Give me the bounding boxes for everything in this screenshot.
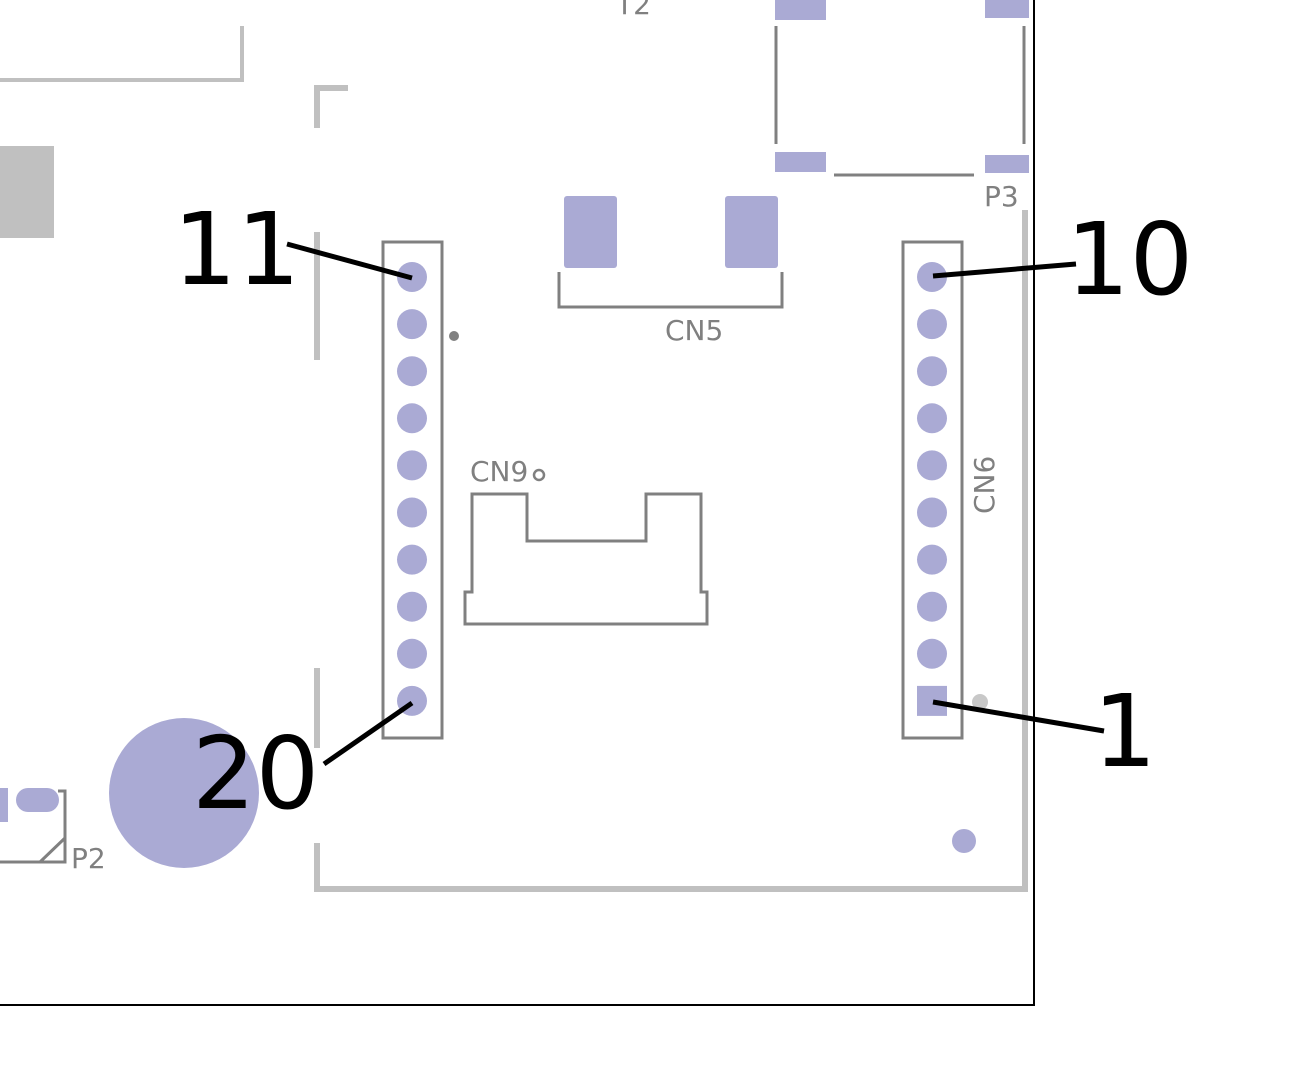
left-grey-block (0, 146, 54, 238)
p2-footprint (0, 788, 67, 864)
callout-line-pin-1 (932, 699, 1105, 734)
pin-pad-1 (917, 685, 947, 716)
cn5-pad-right (725, 196, 778, 268)
p3-pad (775, 0, 826, 20)
cn6-header-outline (901, 240, 964, 740)
pin-pad-14 (397, 403, 427, 434)
cn6-pin1-marker-dot (972, 694, 988, 710)
pin-pad-13 (397, 356, 427, 387)
board-edge (0, 0, 1035, 1006)
callout-pin-10: 10 (1066, 201, 1193, 318)
label-cn9: CN9 (470, 455, 528, 488)
callout-line-pin-11 (286, 241, 413, 281)
pin-pad-3 (917, 591, 947, 622)
label-p2: P2 (71, 842, 106, 875)
test-pad (952, 829, 976, 853)
pin-pad-8 (917, 356, 947, 387)
callout-pin-1: 1 (1093, 673, 1157, 790)
p3-pad (985, 0, 1029, 18)
callout-line-pin-10 (932, 261, 1077, 279)
pin-pad-2 (917, 638, 947, 669)
left-header-marker-dot (449, 331, 459, 341)
pin-pad-6 (917, 450, 947, 481)
shield-corner-top-left (314, 85, 348, 128)
label-p3: P3 (984, 180, 1019, 213)
cn6-header-pins (917, 262, 947, 716)
pin-pad-7 (917, 403, 947, 434)
pin-pad-19 (397, 638, 427, 669)
cn5-footprint (557, 196, 784, 309)
mounting-hole-pad (109, 718, 259, 868)
pin-pad-12 (397, 309, 427, 340)
cn5-outline (557, 272, 784, 309)
p3-pad (775, 152, 826, 172)
label-cn6: CN6 (968, 456, 1001, 514)
p3-footprint (774, 0, 1029, 177)
left-header-pins (397, 262, 427, 716)
cn9-pin1-marker (532, 468, 546, 482)
pin-pad-17 (397, 544, 427, 575)
pin-pad-15 (397, 450, 427, 481)
callout-line-pin-20 (322, 700, 414, 767)
label-cn5: CN5 (665, 314, 723, 347)
partial-label-t2: T2 (615, 0, 651, 21)
left-header-outline (381, 240, 444, 740)
cn9-outline (463, 492, 709, 626)
cn5-pad-left (564, 196, 617, 268)
pin-pad-18 (397, 591, 427, 622)
shield-bottom-edge (314, 210, 1028, 892)
callout-pin-20: 20 (192, 715, 319, 832)
top-left-outline (0, 26, 244, 82)
p2-pad (0, 788, 8, 822)
pin-pad-5 (917, 497, 947, 528)
p3-pad (985, 155, 1029, 173)
pin-pad-9 (917, 309, 947, 340)
pin-pad-16 (397, 497, 427, 528)
cn9-footprint (463, 468, 709, 626)
p2-pad (16, 788, 59, 812)
callout-pin-11: 11 (173, 191, 300, 308)
pin-pad-4 (917, 544, 947, 575)
p2-outline (0, 789, 67, 864)
pin-pad-10 (917, 262, 947, 292)
